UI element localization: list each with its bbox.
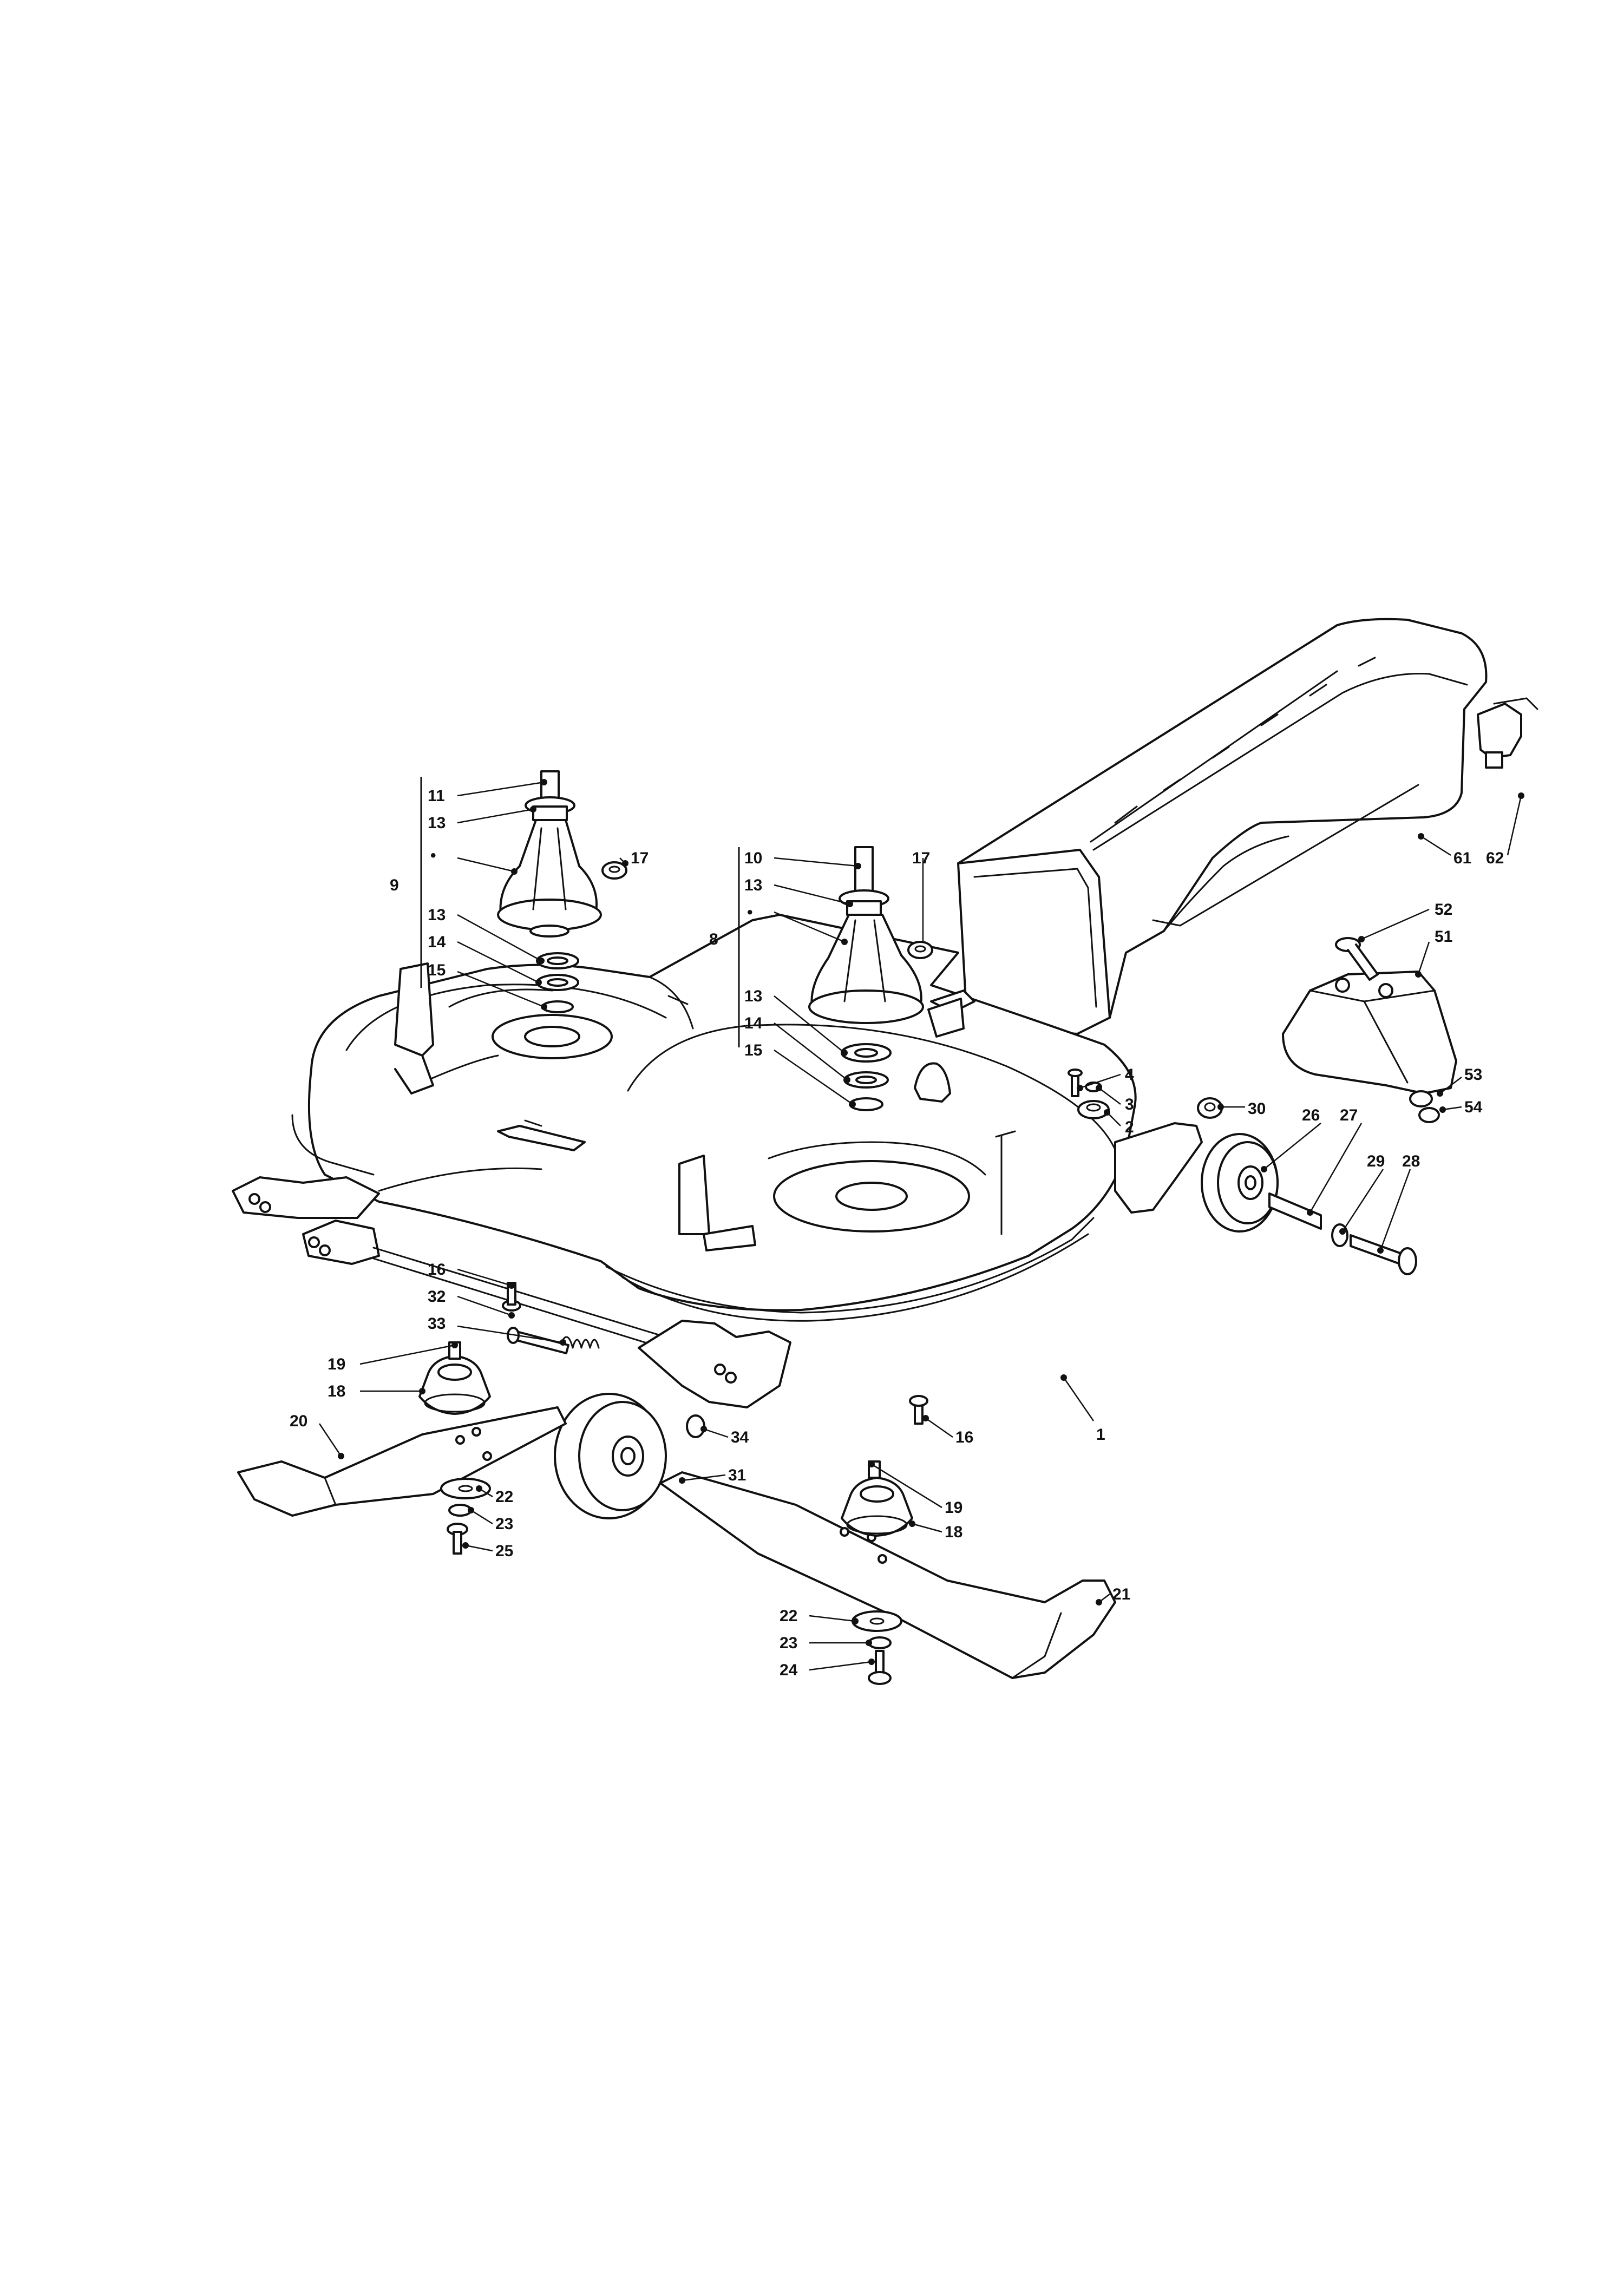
callout-13: 13 bbox=[744, 876, 762, 894]
callout-26: 26 bbox=[1302, 1106, 1320, 1124]
deflector-plate bbox=[1282, 971, 1457, 1094]
spindle-assembly-center bbox=[808, 846, 965, 1038]
callout-34: 34 bbox=[731, 1428, 749, 1446]
bolt-4 bbox=[1068, 1069, 1083, 1097]
callout-kit-mark: • bbox=[430, 847, 436, 864]
callout-19: 19 bbox=[328, 1355, 345, 1373]
rear-mount-arm bbox=[638, 1320, 791, 1408]
callout-13: 13 bbox=[744, 987, 762, 1005]
washer-22-left bbox=[440, 1478, 491, 1499]
callout-54: 54 bbox=[1464, 1098, 1483, 1116]
callout-2: 2 bbox=[1125, 1118, 1134, 1136]
chute-latch bbox=[1477, 697, 1538, 769]
wheel-arm bbox=[1114, 1122, 1203, 1214]
callout-61: 61 bbox=[1453, 849, 1471, 867]
spacer-14-center bbox=[843, 1071, 889, 1089]
washer-22-right bbox=[852, 1610, 902, 1632]
deck-rod bbox=[995, 1130, 1016, 1235]
nut-17-left bbox=[601, 861, 627, 880]
callout-11: 11 bbox=[428, 787, 445, 805]
callout-23: 23 bbox=[495, 1515, 513, 1533]
nut-2 bbox=[1077, 1100, 1110, 1119]
callout-kit-mark: • bbox=[747, 903, 753, 921]
bolt-25 bbox=[447, 1523, 468, 1555]
callout-9: 9 bbox=[390, 876, 399, 894]
callout-16: 16 bbox=[955, 1428, 973, 1446]
callout-33: 33 bbox=[428, 1315, 446, 1333]
callout-13: 13 bbox=[428, 906, 446, 924]
callout-31: 31 bbox=[728, 1466, 746, 1484]
callout-15: 15 bbox=[428, 961, 446, 979]
bearing-13-center bbox=[841, 1043, 892, 1063]
blade-adapter-18-right bbox=[841, 1477, 913, 1537]
bolt-24 bbox=[868, 1650, 892, 1685]
callout-18: 18 bbox=[328, 1382, 345, 1400]
callout-22: 22 bbox=[495, 1488, 513, 1506]
callout-17: 17 bbox=[631, 849, 649, 867]
callout-18: 18 bbox=[945, 1523, 962, 1541]
wheel-31 bbox=[554, 1393, 667, 1519]
callout-labels: 11 13 • 17 9 13 14 15 10 13 • 17 8 13 14… bbox=[290, 787, 1504, 1679]
bolt-16-right bbox=[909, 1395, 928, 1425]
callout-62: 62 bbox=[1486, 849, 1504, 867]
callout-19: 19 bbox=[945, 1499, 962, 1517]
spacer-14-left bbox=[536, 974, 579, 991]
callout-25: 25 bbox=[495, 1542, 513, 1560]
callout-51: 51 bbox=[1435, 928, 1452, 946]
callout-14: 14 bbox=[428, 933, 446, 951]
spring-33 bbox=[562, 1336, 600, 1349]
callout-14: 14 bbox=[744, 1014, 763, 1032]
leaders bbox=[318, 779, 1524, 1671]
callout-28: 28 bbox=[1402, 1152, 1420, 1170]
deck-bracket-left bbox=[394, 962, 434, 1094]
callout-20: 20 bbox=[290, 1412, 307, 1430]
callout-17: 17 bbox=[912, 849, 930, 867]
callout-32: 32 bbox=[428, 1288, 446, 1306]
callout-16: 16 bbox=[428, 1261, 446, 1279]
callout-3: 3 bbox=[1125, 1096, 1134, 1113]
callout-24: 24 bbox=[780, 1661, 798, 1679]
callout-10: 10 bbox=[744, 849, 762, 867]
deflector-nuts bbox=[1409, 1090, 1440, 1123]
callout-15: 15 bbox=[744, 1041, 762, 1059]
wheel-26 bbox=[1201, 1133, 1279, 1233]
callout-23: 23 bbox=[780, 1634, 797, 1652]
callout-1: 1 bbox=[1096, 1426, 1105, 1444]
callout-29: 29 bbox=[1367, 1152, 1385, 1170]
callout-8: 8 bbox=[709, 930, 718, 948]
nut-17-center bbox=[907, 941, 933, 959]
spindle-assembly-left bbox=[497, 770, 602, 938]
spacer-27 bbox=[1268, 1192, 1322, 1230]
callout-27: 27 bbox=[1340, 1106, 1358, 1124]
deck-hanger-rear bbox=[914, 1062, 951, 1103]
bolt-32 bbox=[507, 1327, 569, 1354]
deck-bracket-center bbox=[678, 1155, 756, 1251]
callout-52: 52 bbox=[1435, 901, 1452, 919]
callout-53: 53 bbox=[1464, 1066, 1482, 1084]
callout-30: 30 bbox=[1248, 1100, 1266, 1118]
callout-13: 13 bbox=[428, 814, 446, 832]
blade-20 bbox=[237, 1406, 567, 1517]
bearing-13-left bbox=[536, 952, 579, 969]
deflector-pin bbox=[1335, 937, 1379, 981]
bushing-30 bbox=[1197, 1097, 1223, 1119]
callout-21: 21 bbox=[1112, 1585, 1130, 1603]
washer-34 bbox=[686, 1414, 705, 1438]
grass-chute bbox=[957, 618, 1488, 1035]
blade-adapter-18-left bbox=[418, 1355, 491, 1415]
callout-4: 4 bbox=[1125, 1066, 1134, 1084]
callout-22: 22 bbox=[780, 1607, 797, 1625]
